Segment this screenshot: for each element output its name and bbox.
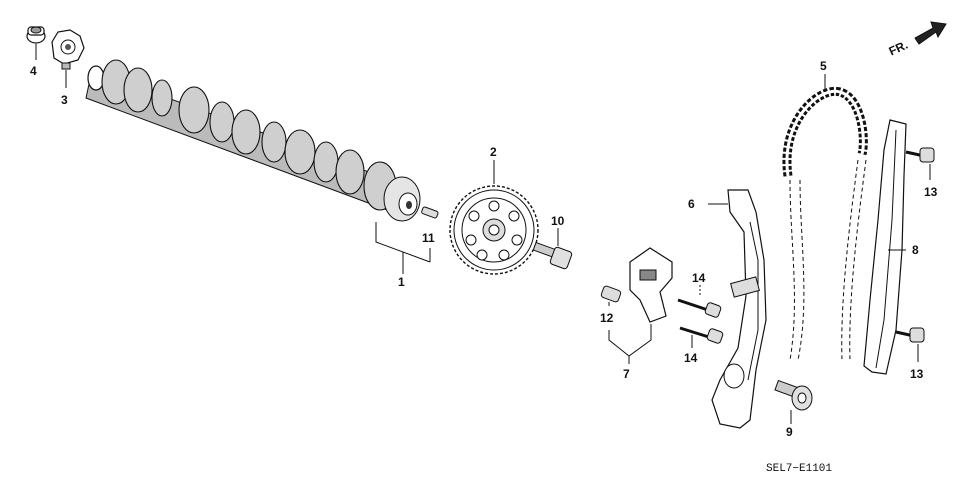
guide-bolt-lower-part: [895, 327, 925, 343]
callout-11: 11: [422, 231, 435, 245]
callout-14-upper: 14: [692, 271, 706, 285]
front-direction-indicator: FR.: [887, 21, 947, 59]
tensioner-arm-part: [711, 189, 767, 429]
callout-10: 10: [551, 214, 565, 228]
callout-5: 5: [820, 59, 827, 73]
callout-13-lower: 13: [910, 367, 924, 381]
cam-sprocket-part: [449, 185, 539, 275]
tensioner-assembly-part: [600, 247, 673, 323]
sprocket-bolt-part: [532, 241, 573, 270]
callout-7: 7: [623, 367, 630, 381]
tensioner-bolt-lower-part: [679, 326, 724, 344]
pivot-bolt-part: [774, 379, 813, 411]
guide-bolt-upper-part: [905, 147, 935, 163]
cam-chain-part: [782, 86, 868, 361]
camshaft-part: [85, 59, 421, 222]
callout-12: 12: [600, 311, 614, 325]
tensioner-bolt-upper-part: [677, 298, 722, 318]
dowel-pin-part: [421, 206, 439, 219]
callout-13-upper: 13: [924, 185, 938, 199]
callout-2: 2: [490, 145, 497, 159]
callout-4: 4: [30, 64, 37, 78]
front-arrow-icon: [914, 21, 947, 45]
callout-14-lower: 14: [684, 351, 698, 365]
pulser-plate-part: [51, 29, 85, 70]
callout-9: 9: [786, 425, 793, 439]
callout-8: 8: [912, 243, 919, 257]
diagram-code: SEL7−E1101: [766, 463, 832, 475]
callout-1: 1: [398, 275, 405, 289]
callout-6: 6: [688, 197, 695, 211]
chain-guide-part: [863, 119, 907, 375]
front-label: FR.: [887, 38, 910, 59]
callout-3: 3: [61, 93, 68, 107]
bolt-small-part: [26, 26, 46, 44]
